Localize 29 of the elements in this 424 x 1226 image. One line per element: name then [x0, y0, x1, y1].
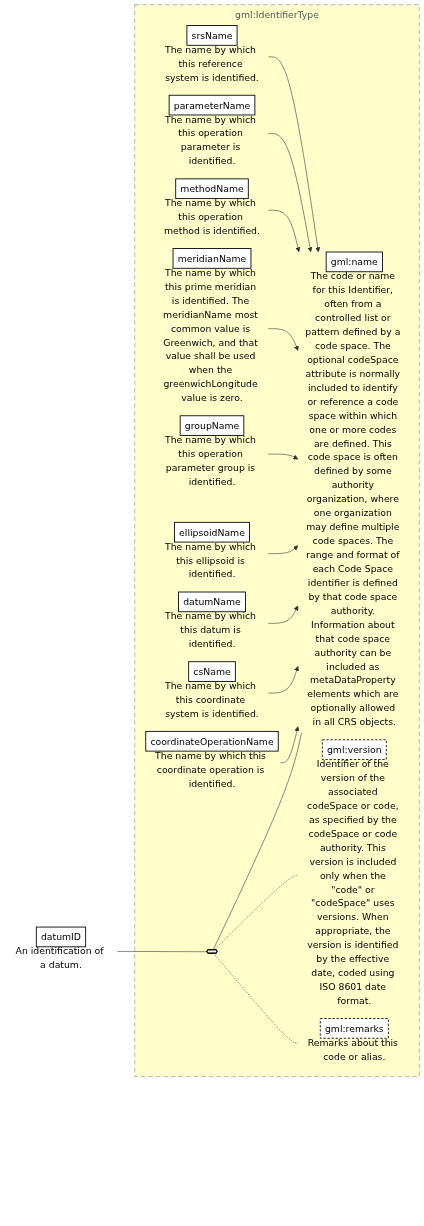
- connector: [117, 951, 208, 953]
- node-box: coordinateOperationName: [145, 730, 279, 752]
- connector: [212, 732, 302, 951]
- node-label: The code or name for this Identifier, often from a controlled list or pattern defined by a code space. The optional codeSpace attribute is normally included to identify or reference a code space within which one or more codes are defined. This code space is often defined by some authority organization, where one organization may define multiple code spaces. The range and format of each Code Space identifier is defined by that code space authority. Information about that code space authority can be included as metaDataProperty elements which are optionally allowed in all CRS objects.: [305, 270, 401, 728]
- node-box: gml:name: [325, 251, 383, 273]
- node-box: ellipsoidName: [174, 521, 250, 543]
- node-label: The name by which this coordinate operation is identified.: [155, 749, 266, 789]
- node-label: The name by which this datum is identified.: [165, 610, 256, 650]
- node-box: methodName: [175, 178, 249, 200]
- node-label: The name by which this prime meridian is identified. The meridianName most common value is Greenwich, and that value shall be used when the greenwichLongitude value is zero.: [163, 267, 258, 404]
- node-label: The name by which this ellipsoid is identified.: [165, 540, 256, 580]
- node-box: gml:version: [321, 739, 387, 760]
- connector: [213, 953, 299, 1044]
- node-label: The name by which this coordinate system is identified.: [165, 680, 259, 720]
- node-label: The name by which this operation parameter is identified.: [165, 113, 256, 167]
- node-label: Remarks about this code or alias.: [307, 1037, 398, 1063]
- node-box: gml:remarks: [319, 1018, 389, 1039]
- node-box: datumName: [178, 591, 246, 613]
- node-box: srsName: [186, 25, 238, 46]
- node-box: parameterName: [168, 94, 256, 116]
- node-box: groupName: [179, 415, 245, 436]
- node-box: datumID: [35, 926, 87, 948]
- node-label: An identification of a datum.: [15, 945, 104, 971]
- node-label: The name by which this reference system is identified.: [165, 44, 259, 84]
- node-box: csName: [188, 661, 236, 682]
- node-label: Identifier of the version of the associated codeSpace or code, as specified by the codeSpace or code authority. This version is included only when the "code" or "codeSpace" uses versions. When appropriate, the version is identified by the effective date, coded using ISO 8601 date format.: [307, 758, 399, 1007]
- node-box: meridianName: [172, 248, 252, 269]
- node-label: The name by which this operation method is identified.: [164, 197, 260, 237]
- node-label: The name by which this operation parameter group is identified.: [165, 434, 256, 488]
